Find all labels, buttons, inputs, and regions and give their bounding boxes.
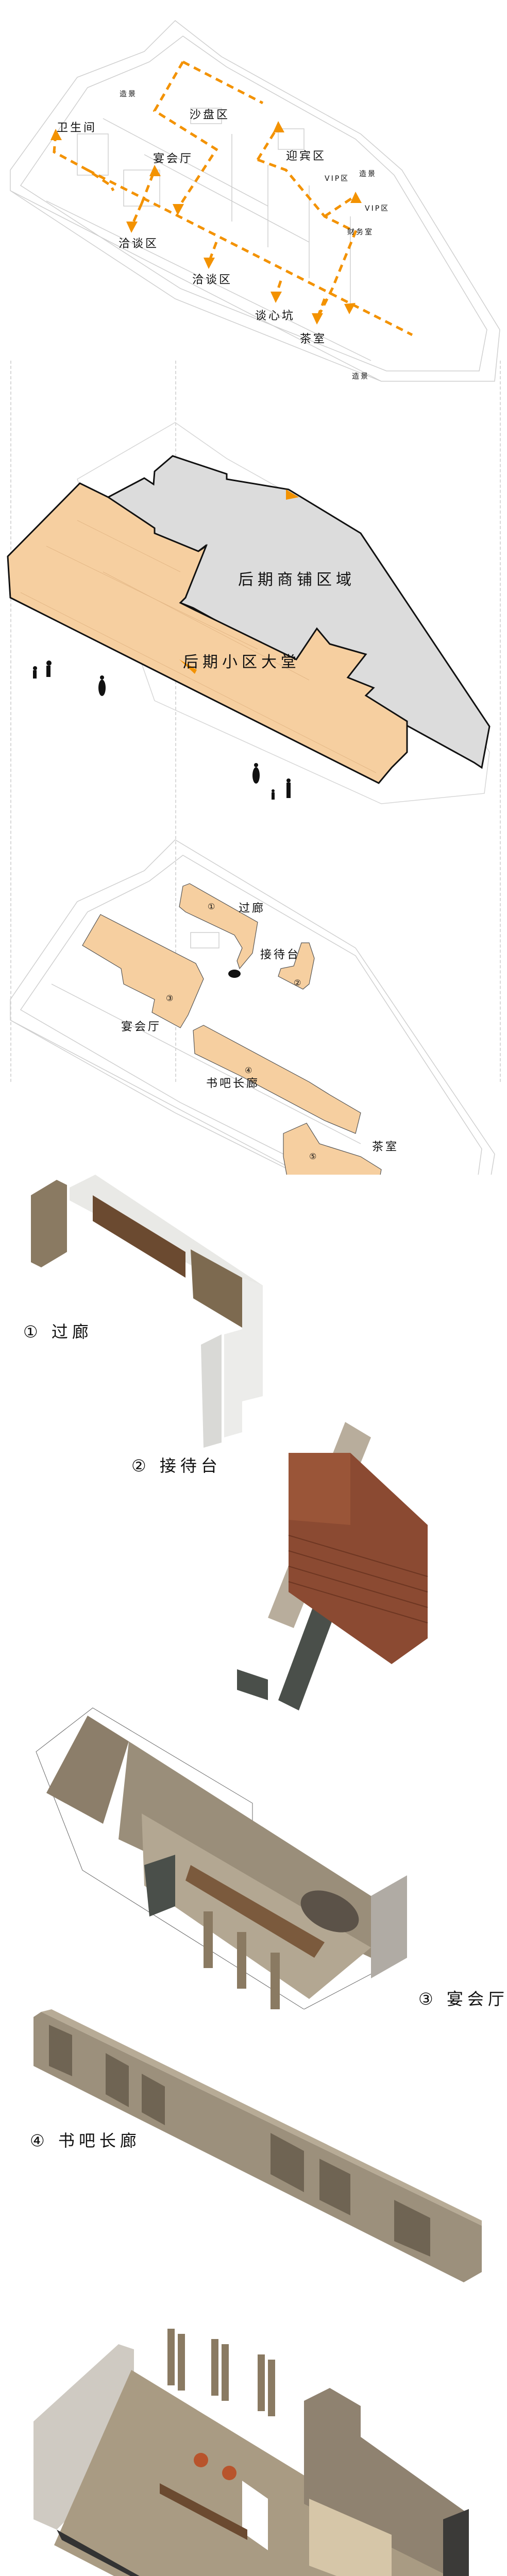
highlighted-areas (82, 883, 382, 1175)
marker-2: ② (294, 978, 303, 988)
area-2-reception (278, 942, 315, 990)
label-banquet: 宴会厅 (153, 152, 194, 165)
guide-line-left (10, 361, 11, 1082)
marker-4: ④ (245, 1065, 254, 1075)
label-tea-room: 茶室 (372, 1141, 399, 1154)
detail-2-title: 接待台 (159, 1456, 222, 1476)
label-banquet: 宴会厅 (121, 1021, 162, 1033)
zoning-plan-panel: 后期商铺区域 后期小区大堂 (0, 392, 507, 814)
label-negotiation-1: 洽谈区 (119, 238, 159, 250)
label-shop-zone: 后期商铺区域 (238, 571, 356, 589)
label-tea-room: 茶室 (300, 333, 327, 346)
detail-banquet-panel: ③ 宴会厅 (0, 1669, 507, 2009)
detail-4-caption: ④ 书吧长廊 (30, 2128, 141, 2151)
detail-3-caption: ③ 宴会厅 (418, 1986, 507, 2010)
label-lobby-zone: 后期小区大堂 (183, 653, 300, 671)
zoning-plan-drawing (7, 422, 491, 804)
label-reception: 接待台 (260, 948, 301, 961)
label-landscape-3: 造景 (352, 372, 369, 381)
detail-2-caption: ② 接待台 (131, 1453, 222, 1477)
detail-4-title: 书吧长廊 (58, 2131, 141, 2150)
area-5-tea-room (283, 1123, 382, 1175)
label-welcome: 迎宾区 (286, 150, 327, 163)
detail-1-caption: ① 过廊 (23, 1319, 93, 1343)
label-heart-pit: 谈心坑 (255, 310, 296, 323)
book-corridor-render (33, 2009, 482, 2282)
detail-2-number: ② (131, 1456, 150, 1476)
banquet-render (36, 1707, 407, 2009)
label-restroom: 卫生间 (57, 122, 97, 134)
detail-3-title: 宴会厅 (446, 1989, 507, 2009)
label-sand-table: 沙盘区 (190, 109, 230, 122)
label-vip-1: VIP区 (325, 175, 350, 183)
label-landscape-2: 造景 (359, 170, 377, 178)
label-book-corridor: 书吧长廊 (206, 1077, 260, 1090)
detail-4-number: ④ (30, 2131, 49, 2150)
detail-book-corridor-panel: ④ 书吧长廊 (0, 2009, 507, 2318)
label-negotiation-2: 洽谈区 (192, 274, 233, 286)
detail-tea-room-panel: ⑤ 茶室 (0, 2298, 507, 2576)
label-landscape-1: 造景 (120, 90, 137, 98)
key-areas-plan-panel: ① ② ③ ④ ⑤ 过廊 接待台 宴会厅 书吧长廊 茶室 (0, 814, 507, 1175)
circulation-plan-panel: 造景 沙盘区 卫生间 宴会厅 迎宾区 VIP区 造景 VIP区 财务室 洽谈区 … (0, 0, 507, 392)
key-areas-drawing (10, 839, 495, 1175)
lobby-zone-shape (7, 482, 408, 784)
marker-3: ③ (166, 993, 175, 1003)
guide-line-right (500, 361, 501, 1082)
detail-3-number: ③ (418, 1989, 437, 2009)
detail-reception-panel: ② 接待台 (0, 1422, 507, 1710)
detail-1-title: 过廊 (51, 1322, 93, 1342)
detail-corridor-panel: ① 过廊 (0, 1175, 507, 1453)
area-3-banquet (82, 914, 204, 1028)
marker-1: ① (208, 902, 217, 911)
label-vip-2: VIP区 (365, 205, 390, 213)
detail-1-number: ① (23, 1322, 42, 1342)
marker-5: ⑤ (309, 1151, 318, 1161)
corridor-render (31, 1175, 263, 1448)
circulation-plan-drawing (10, 20, 500, 382)
area-1-corridor (179, 883, 258, 970)
guide-line-center (175, 361, 176, 1082)
reception-render (237, 1422, 428, 1710)
area-4-book-corridor (193, 1025, 361, 1134)
label-corridor: 过廊 (239, 902, 266, 915)
label-finance: 财务室 (347, 228, 374, 236)
tea-room-render (33, 2329, 469, 2576)
